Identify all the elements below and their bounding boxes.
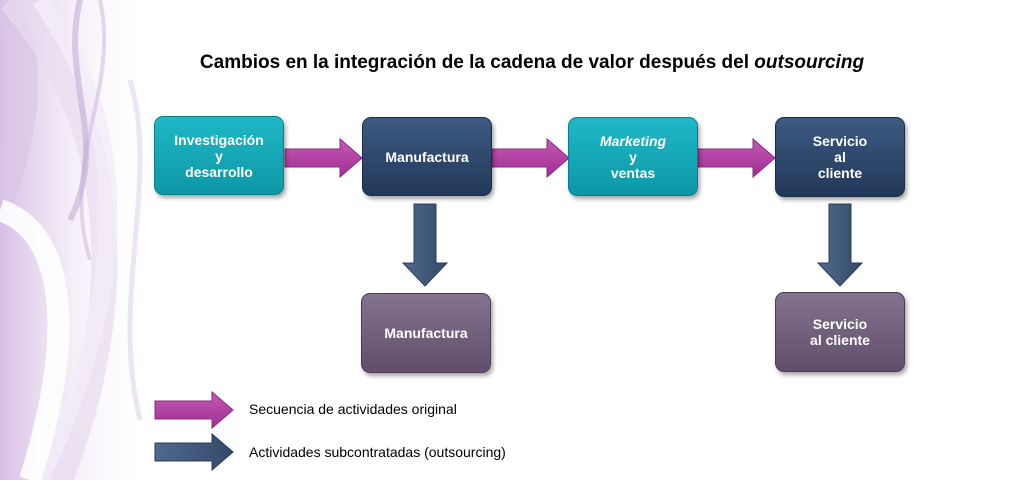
- title-emphasis-text: outsourcing: [754, 52, 865, 73]
- legend-outsourced-label: Actividades subcontratadas (outsourcing): [249, 444, 506, 460]
- box-investigacion-line2: y: [215, 147, 223, 164]
- sequence-arrow-1: [284, 137, 363, 179]
- title-main-text: Cambios en la integración de la cadena d…: [199, 52, 755, 73]
- box-marketing-line1: Marketing: [599, 132, 667, 149]
- legend-outsourcing-arrow: [154, 432, 234, 472]
- diagram-title: Cambios en la integración de la cadena d…: [0, 52, 1024, 74]
- sequence-arrow-2: [491, 137, 570, 179]
- box-marketing-ventas: Marketing y ventas: [568, 117, 698, 196]
- box-investigacion-line3: desarrollo: [185, 163, 253, 180]
- box-investigacion-line1: Investigación: [174, 131, 264, 148]
- box-marketing-line3: ventas: [610, 164, 656, 181]
- box-servicio-outsourced-line2: al cliente: [810, 332, 870, 348]
- box-servicio-line2: al: [834, 149, 846, 165]
- box-manufactura-outsourced-label: Manufactura: [384, 325, 468, 341]
- sequence-arrow-3: [697, 137, 776, 179]
- box-investigacion-desarrollo: Investigación y desarrollo: [154, 116, 284, 195]
- box-servicio-cliente: Servicio al cliente: [775, 117, 905, 197]
- box-servicio-outsourced-line1: Servicio: [812, 316, 868, 332]
- box-servicio-line3: cliente: [817, 165, 863, 181]
- outsourcing-arrow-manufactura: [401, 203, 449, 287]
- box-marketing-line2: y: [629, 148, 637, 165]
- outsourcing-arrow-servicio: [816, 203, 864, 287]
- box-manufactura-outsourced: Manufactura: [361, 293, 491, 373]
- box-manufactura-label: Manufactura: [385, 148, 469, 165]
- box-servicio-line1: Servicio: [812, 133, 868, 149]
- legend-sequence-arrow: [154, 390, 234, 430]
- box-servicio-cliente-outsourced: Servicio al cliente: [775, 292, 905, 372]
- legend-original-label: Secuencia de actividades original: [249, 401, 457, 417]
- box-manufactura: Manufactura: [362, 117, 492, 196]
